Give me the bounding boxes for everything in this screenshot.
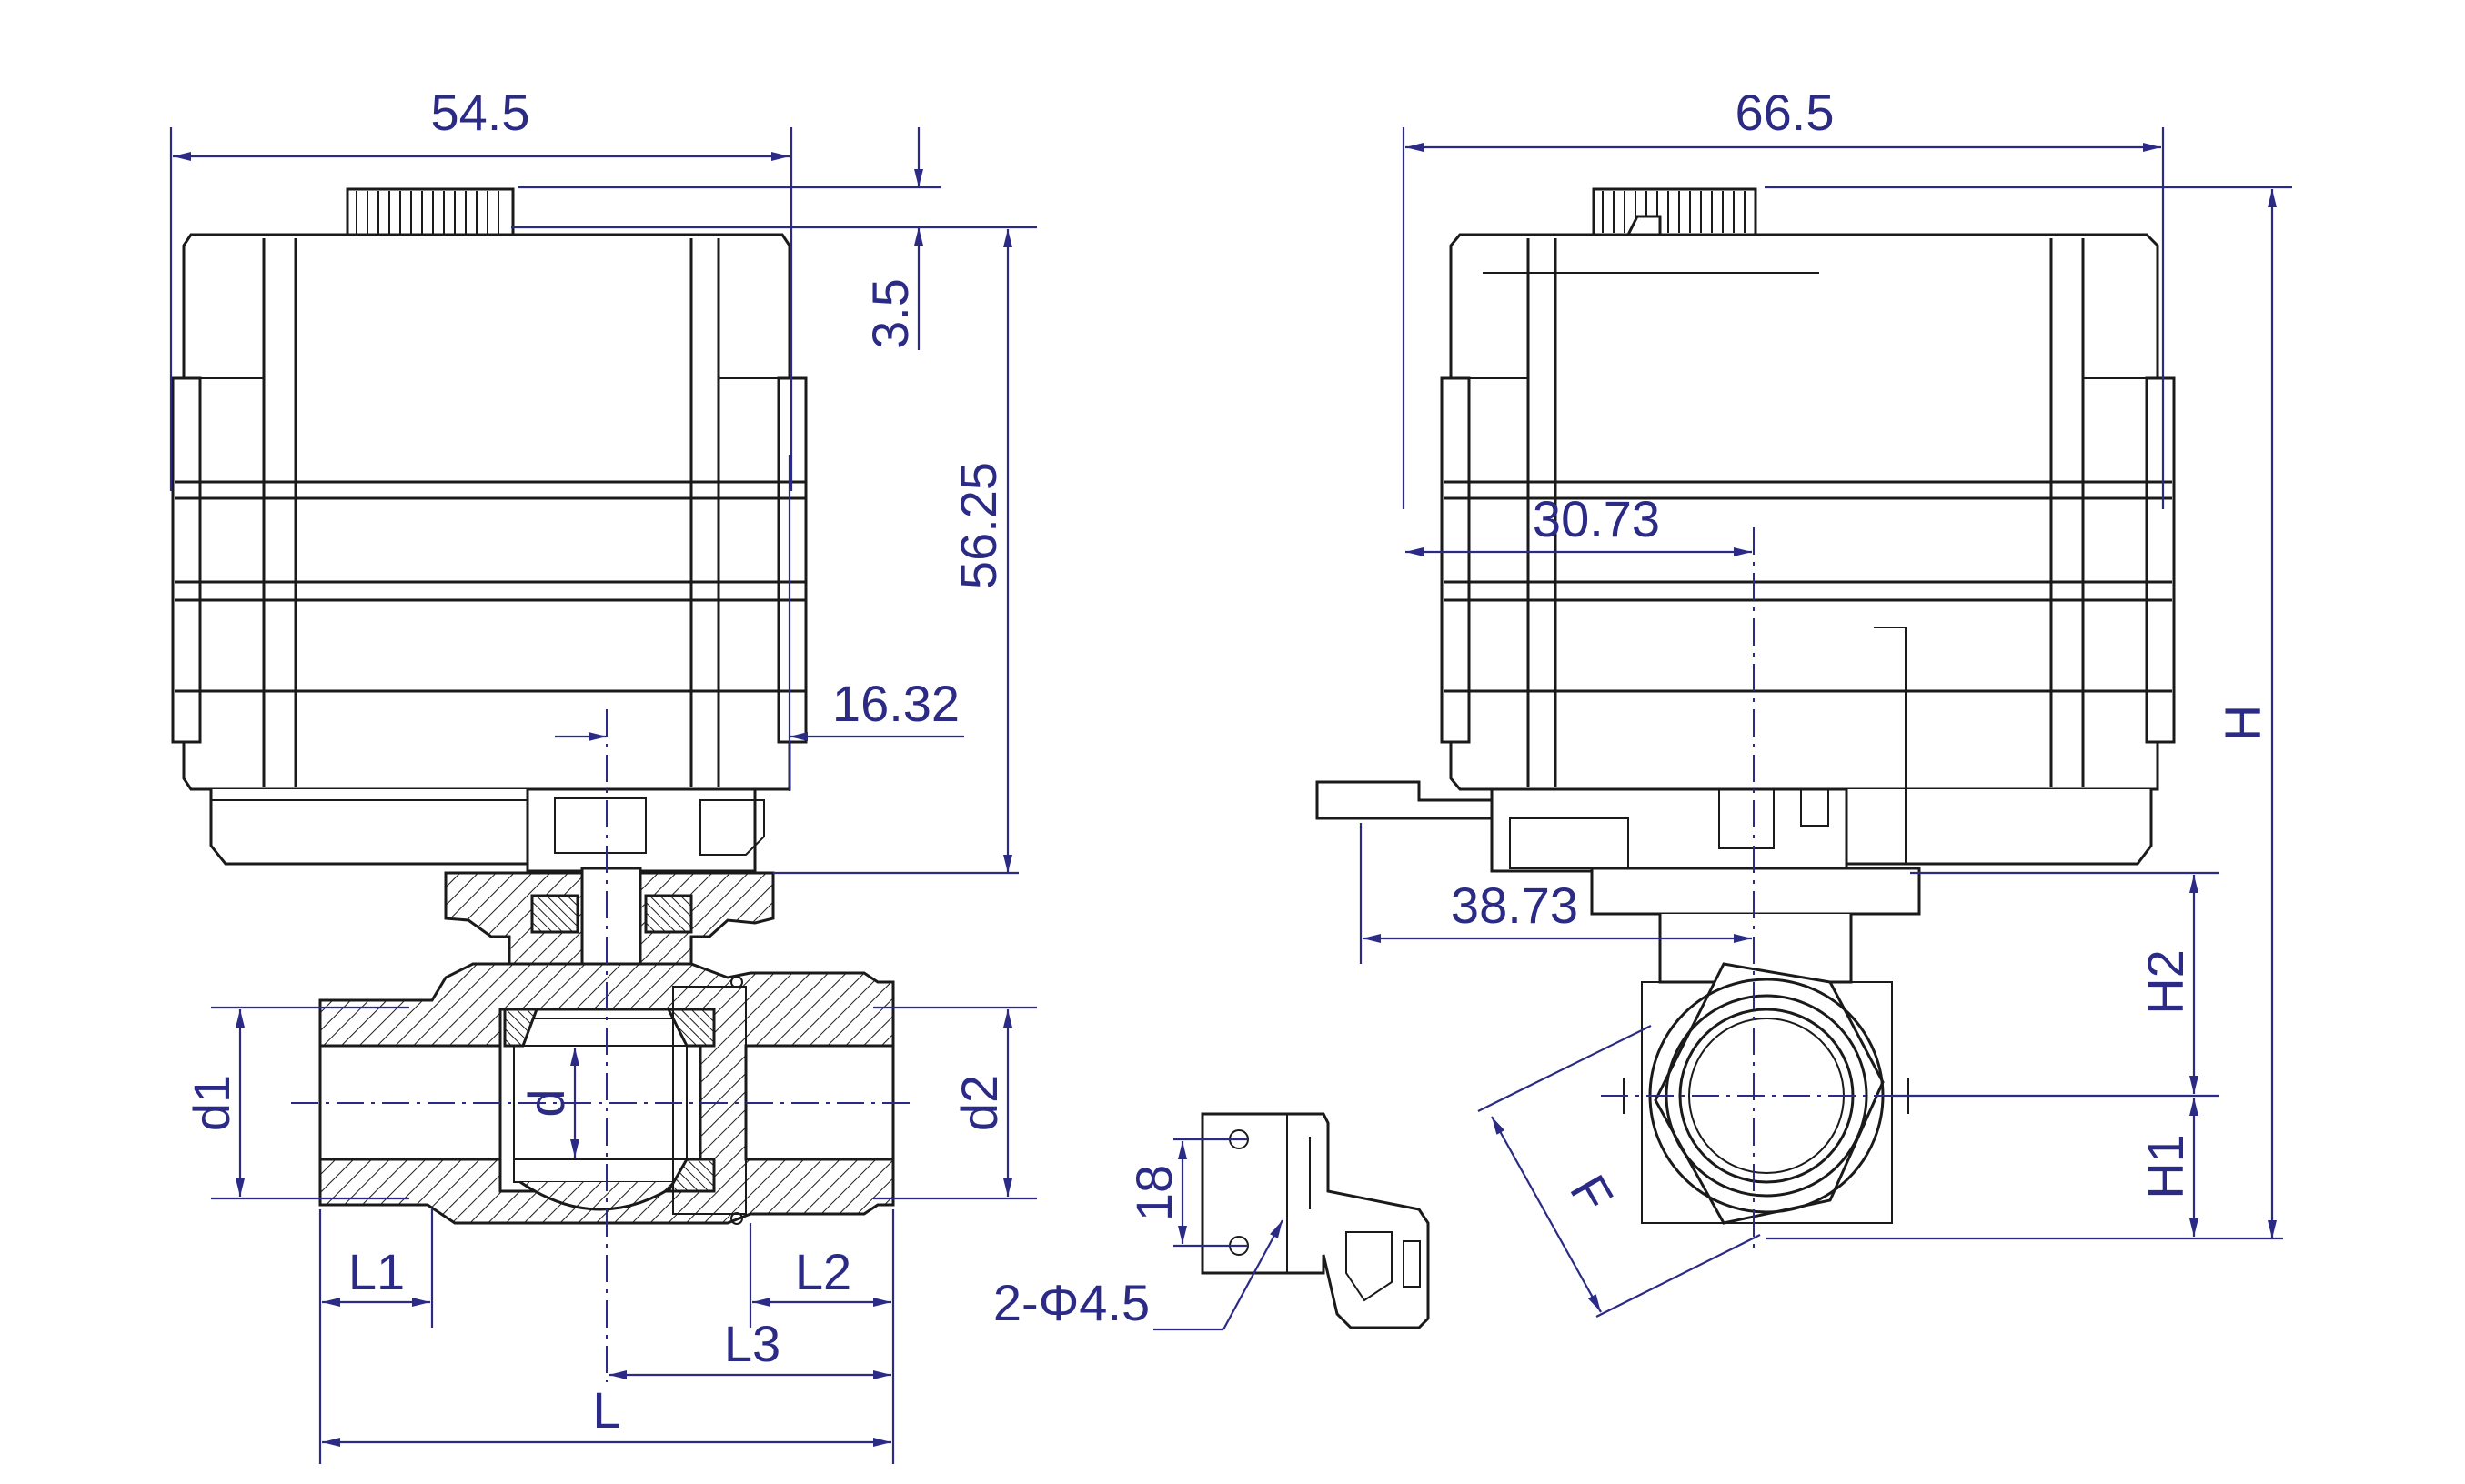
bracket-holes-label: 2-Φ4.5 xyxy=(993,1274,1150,1331)
side-axis-offset-label: 30.73 xyxy=(1533,490,1660,547)
knob-ridges-front xyxy=(356,191,499,236)
total-height-label: H xyxy=(2214,705,2271,741)
stem-offset-label: 16.32 xyxy=(832,675,960,732)
bracket-detail xyxy=(1201,1112,1430,1329)
inlet-diameter-label: d1 xyxy=(183,1075,240,1131)
outlet-length-label: L2 xyxy=(795,1243,851,1300)
upper-height-label: H2 xyxy=(2137,949,2194,1015)
dimension-lines xyxy=(169,127,2292,1464)
knob-offset-label: 3.5 xyxy=(861,278,919,349)
side-width-label: 66.5 xyxy=(1736,84,1835,141)
inlet-length-label: L1 xyxy=(348,1243,405,1300)
half-length-label: L3 xyxy=(724,1315,780,1372)
front-actuator xyxy=(171,187,808,866)
dimension-labels: 54.5 3.5 56.25 16.32 66.5 30.73 38.73 H … xyxy=(183,84,2271,1439)
side-valve-end xyxy=(1623,962,1909,1225)
bore-diameter-label: d xyxy=(518,1088,575,1117)
front-height-label: 56.25 xyxy=(950,462,1007,589)
across-flats-label: F xyxy=(1559,1166,1625,1221)
side-bracket-offset-label: 38.73 xyxy=(1451,877,1578,934)
overall-length-label: L xyxy=(592,1381,620,1439)
lower-height-label: H1 xyxy=(2137,1134,2194,1199)
outlet-diameter-label: d2 xyxy=(951,1075,1008,1131)
front-width-label: 54.5 xyxy=(431,84,530,141)
side-actuator xyxy=(1315,187,2176,984)
bracket-hole-spacing-label: 18 xyxy=(1125,1165,1182,1221)
